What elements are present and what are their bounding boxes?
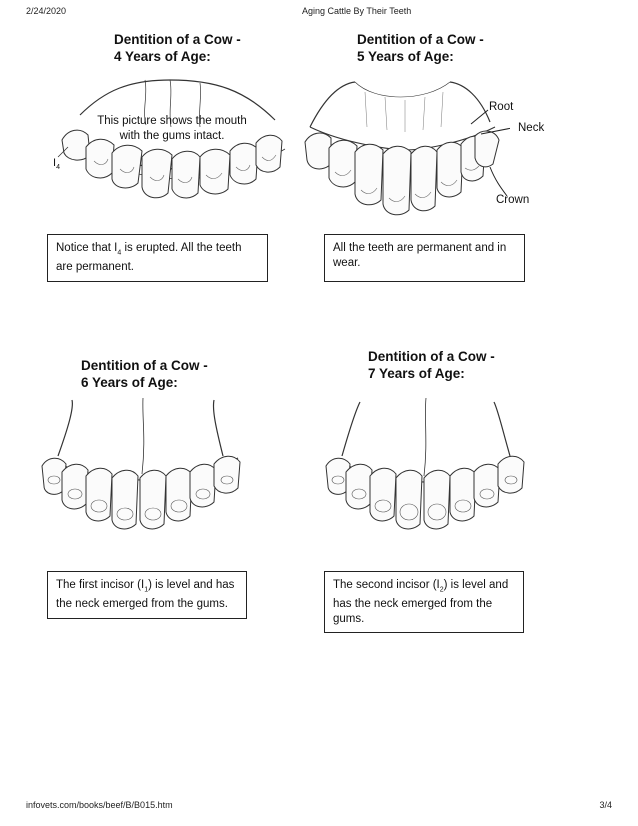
panel-2-caption: All the teeth are permanent and in wear.	[333, 242, 507, 269]
panel-1-caption-box: Notice that I4 is erupted. All the teeth…	[47, 234, 268, 282]
panel-1-inset-note-line1: This picture shows the mouth	[97, 115, 247, 127]
panel-3-caption-sub: 1	[144, 586, 149, 594]
tooth-label-i4: I4	[53, 157, 60, 171]
panel-4-caption-pre: The second incisor (I	[333, 579, 440, 591]
panel-1-title-line1: Dentition of a Cow -	[114, 32, 241, 47]
cow-teeth-4-years-illustration	[57, 79, 286, 199]
panel-4-caption-sub: 2	[439, 586, 444, 594]
panel-1-title: Dentition of a Cow - 4 Years of Age:	[114, 31, 241, 65]
page-url: infovets.com/books/beef/B/B015.htm	[26, 800, 173, 810]
cow-teeth-5-years-illustration	[304, 81, 510, 216]
page-header-title: Aging Cattle By Their Teeth	[302, 6, 412, 16]
label-neck: Neck	[518, 122, 545, 134]
panel-3-title-line2: 6 Years of Age:	[81, 375, 178, 390]
panel-1-inset-note-line2: with the gums intact.	[119, 130, 225, 142]
panel-4-title: Dentition of a Cow - 7 Years of Age:	[368, 348, 495, 382]
panel-4-title-line1: Dentition of a Cow -	[368, 349, 495, 364]
panel-2-title: Dentition of a Cow - 5 Years of Age:	[357, 31, 484, 65]
panel-3-caption-box: The first incisor (I1) is level and has …	[47, 571, 247, 619]
label-root: Root	[489, 101, 514, 113]
panel-1-caption-pre: Notice that I	[56, 242, 118, 254]
panel-2-title-line2: 5 Years of Age:	[357, 49, 454, 64]
tooth-label-i4-sub: 4	[56, 164, 60, 172]
panel-1-caption-sub: 4	[117, 249, 122, 257]
panel-1-inset-note: This picture shows the mouth with the gu…	[84, 114, 260, 144]
panel-2-title-line1: Dentition of a Cow -	[357, 32, 484, 47]
panel-4-caption-post: ) is level and has the neck emerged from…	[333, 579, 509, 626]
label-crown: Crown	[496, 194, 530, 206]
panel-3-title: Dentition of a Cow - 6 Years of Age:	[81, 357, 208, 391]
cow-teeth-6-years-illustration	[41, 398, 241, 530]
panel-1-title-line2: 4 Years of Age:	[114, 49, 211, 64]
panel-1-caption-post: is erupted. All the teeth are permanent.	[56, 242, 242, 274]
panel-3-caption-pre: The first incisor (I	[56, 579, 145, 591]
tooth-label-i4-letter: I	[53, 157, 57, 169]
print-date: 2/24/2020	[26, 6, 67, 16]
panel-3-caption-post: ) is level and has the neck emerged from…	[56, 579, 235, 611]
panel-3-title-line1: Dentition of a Cow -	[81, 358, 208, 373]
cow-teeth-7-years-illustration	[325, 398, 525, 530]
panel-4-caption-box: The second incisor (I2) is level and has…	[324, 571, 524, 633]
panel-2-caption-box: All the teeth are permanent and in wear.	[324, 234, 525, 282]
panel-4-title-line2: 7 Years of Age:	[368, 366, 465, 381]
page-number: 3/4	[599, 800, 612, 810]
